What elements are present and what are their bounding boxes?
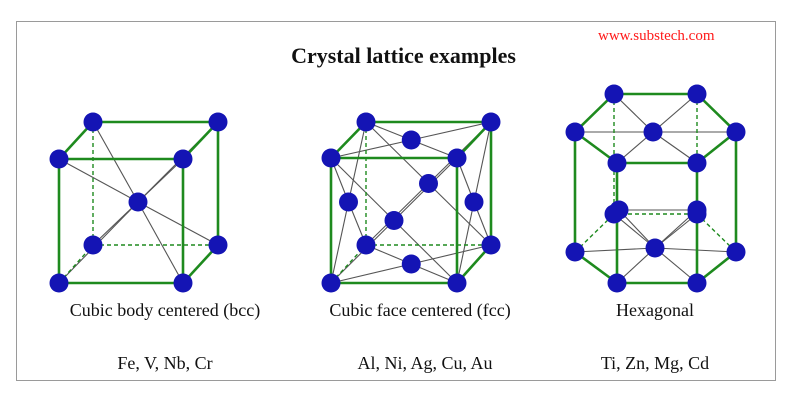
atom	[447, 148, 467, 168]
atom	[464, 192, 484, 212]
atom	[565, 242, 585, 262]
atom	[384, 211, 404, 230]
atom	[687, 200, 707, 220]
examples-hexagonal: Ti, Zn, Mg, Cd	[600, 353, 710, 373]
atom	[645, 238, 665, 258]
source-url: www.substech.com	[598, 28, 715, 44]
bond-line	[574, 247, 656, 253]
bond-line	[411, 244, 492, 265]
atom	[565, 122, 585, 142]
atom	[339, 192, 358, 212]
atom	[607, 153, 627, 173]
atom	[726, 242, 746, 262]
atom	[687, 273, 707, 293]
atom	[607, 273, 627, 293]
atom	[419, 174, 438, 193]
atom	[83, 112, 103, 132]
atom	[447, 273, 467, 293]
diagram-title: Crystal lattice examples	[291, 43, 516, 68]
atom	[604, 84, 624, 104]
bond-line	[347, 121, 367, 203]
atom	[401, 130, 421, 150]
atom	[173, 149, 193, 169]
bond-line	[137, 201, 219, 246]
atom	[321, 273, 341, 293]
bond-line	[654, 247, 737, 253]
atom	[208, 235, 228, 255]
atom	[726, 122, 746, 142]
atom	[49, 149, 69, 169]
bond-line	[137, 201, 184, 284]
bond-line	[330, 157, 395, 221]
bond-line	[92, 201, 139, 246]
label-bcc: Cubic body centered (bcc)	[69, 300, 261, 320]
label-fcc: Cubic face centered (fcc)	[329, 300, 511, 320]
bond-line	[92, 121, 139, 203]
examples-bcc: Fe, V, Nb, Cr	[117, 353, 213, 373]
bond-line	[652, 93, 698, 133]
atom	[128, 192, 148, 212]
bond-line	[411, 121, 492, 141]
atom	[481, 112, 501, 132]
bond-line	[428, 183, 492, 246]
atom	[208, 112, 228, 132]
atom	[173, 273, 193, 293]
bond-line	[473, 121, 492, 203]
examples-fcc: Al, Ni, Ag, Cu, Au	[357, 353, 493, 373]
atom	[687, 153, 707, 173]
atom	[687, 84, 707, 104]
bond-line	[330, 139, 412, 159]
bond-line	[393, 220, 458, 284]
bond-line	[330, 201, 350, 284]
bond-line	[330, 263, 412, 284]
bond-line	[456, 201, 475, 284]
atom	[83, 235, 103, 255]
bond-line	[58, 158, 139, 203]
atom	[481, 235, 501, 255]
atom	[356, 112, 376, 132]
label-hexagonal: Hexagonal	[616, 300, 694, 320]
bond-line	[365, 121, 429, 184]
atom	[356, 235, 376, 255]
atom	[609, 200, 629, 220]
atom	[49, 273, 69, 293]
atom	[643, 122, 663, 142]
diagram-frame	[16, 21, 776, 381]
atom	[321, 148, 341, 168]
atom	[401, 254, 421, 274]
